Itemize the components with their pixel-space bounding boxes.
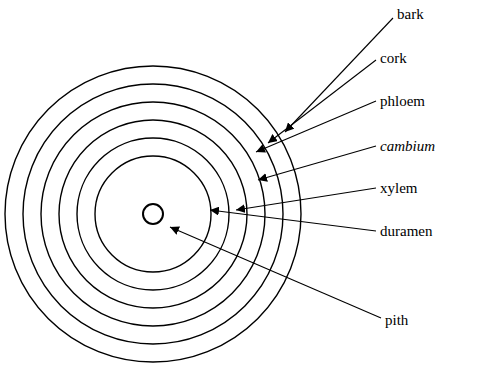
part-label: cork <box>380 49 407 67</box>
part-label: duramen <box>380 222 432 240</box>
part-label: phloem <box>380 92 425 110</box>
ring <box>77 138 229 290</box>
leader-line <box>236 188 376 210</box>
ring <box>5 66 301 362</box>
ring-set <box>5 66 301 362</box>
ring <box>41 102 265 326</box>
part-label: bark <box>397 5 424 23</box>
leader-line <box>170 227 381 318</box>
leader-set <box>170 18 393 318</box>
part-label: cambium <box>380 137 435 155</box>
part-label: xylem <box>380 179 418 197</box>
ring <box>95 156 211 272</box>
leader-line <box>285 18 393 132</box>
part-label: pith <box>385 311 408 329</box>
pith-ring <box>143 204 163 224</box>
leader-line <box>268 60 376 143</box>
leader-line <box>210 210 376 231</box>
ring <box>59 120 247 308</box>
leader-line <box>258 146 376 180</box>
leader-line <box>256 101 376 152</box>
